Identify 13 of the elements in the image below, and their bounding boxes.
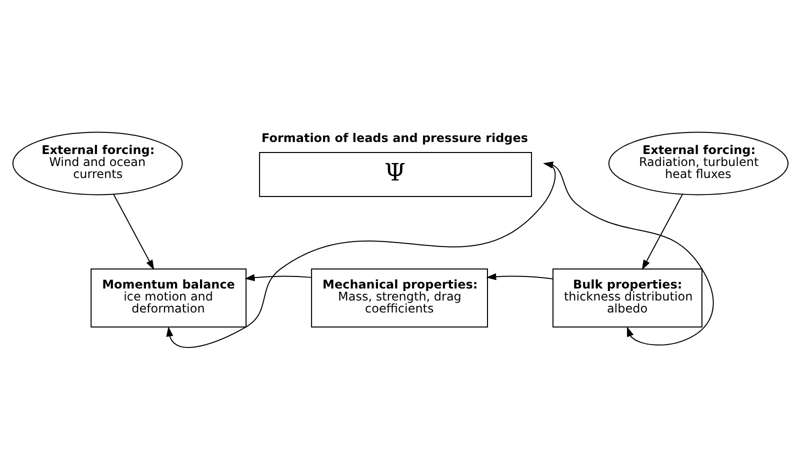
- arrow: [113, 194, 154, 270]
- node-box: Bulk properties: thickness distribution albedo: [552, 268, 702, 328]
- node-box: Mechanical properties: Mass, strength, drag coefficients: [311, 268, 488, 328]
- arrow: [244, 274, 312, 282]
- arrow: [166, 163, 556, 348]
- node-label: Formation of leads and pressure ridges: [262, 131, 528, 146]
- arrow: [642, 194, 684, 270]
- node-box: Ψ: [259, 152, 532, 197]
- node-box: Momentum balance ice motion and deformation: [90, 268, 247, 328]
- arrow: [486, 273, 554, 280]
- arrow: [543, 162, 714, 346]
- node-ellipse: External forcing: Wind and ocean currents: [12, 132, 183, 196]
- node-ellipse: External forcing: Radiation, turbulent heat fluxes: [608, 132, 789, 196]
